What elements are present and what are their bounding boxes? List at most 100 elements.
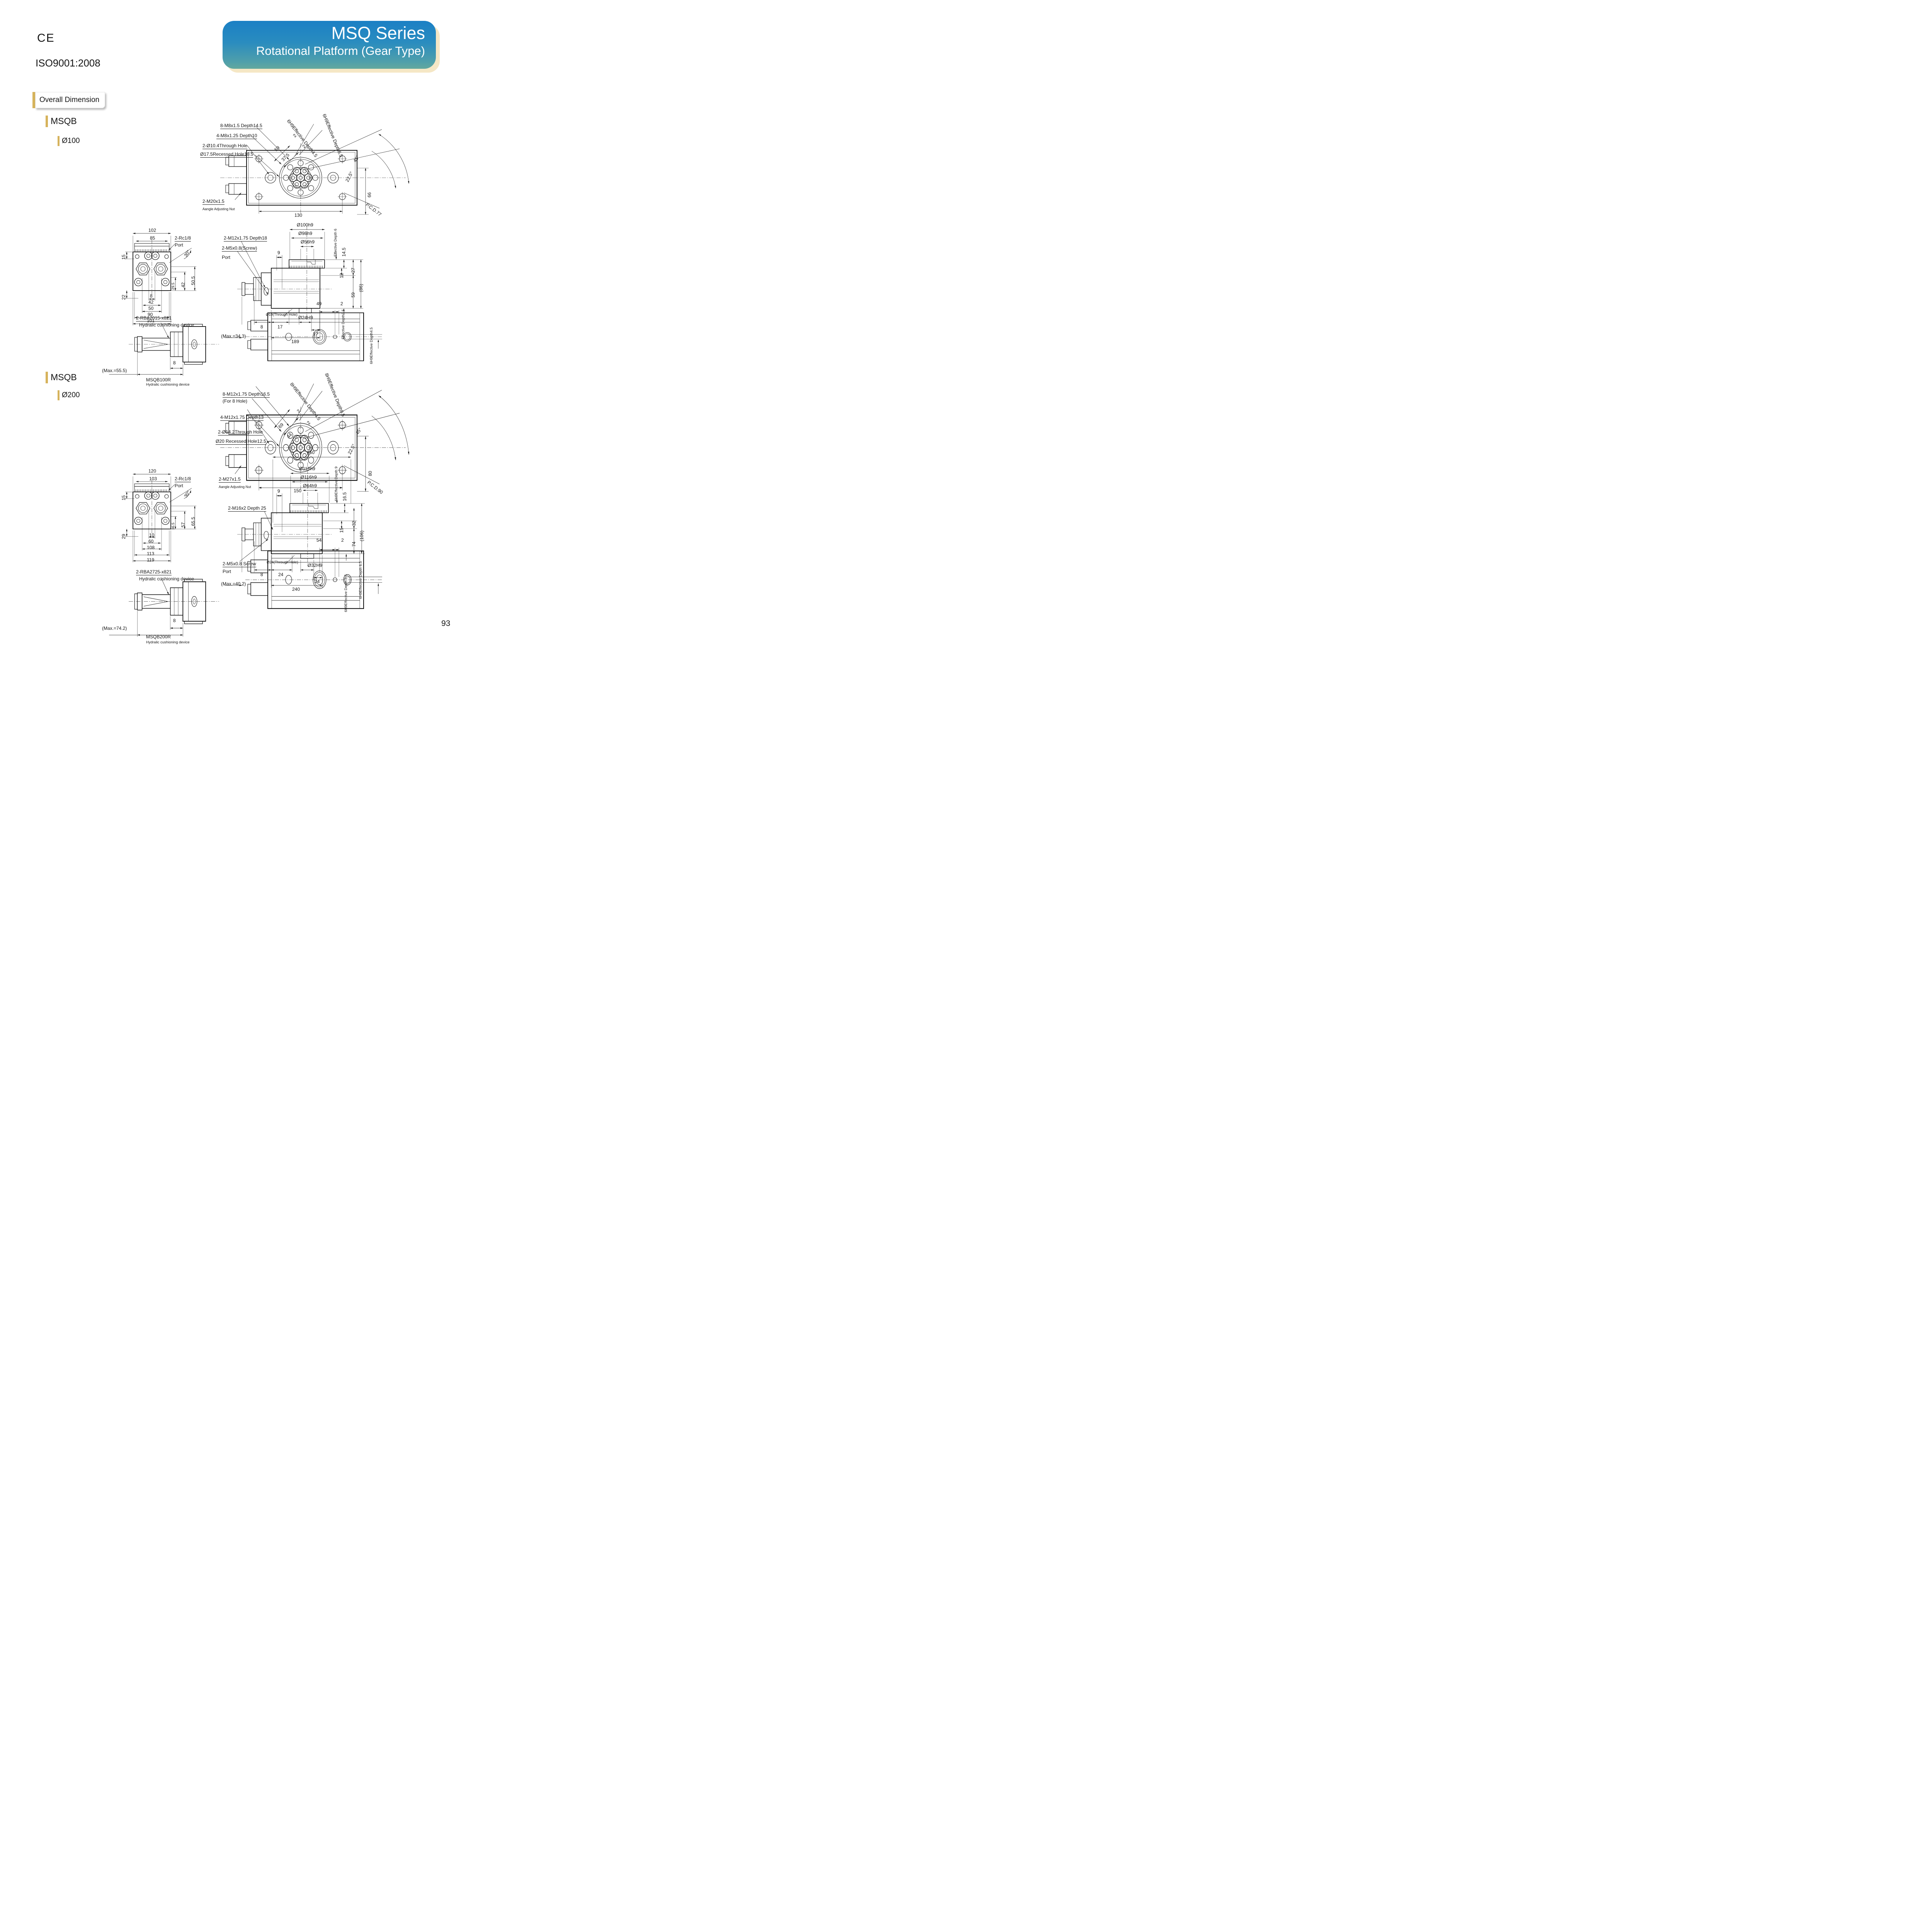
callout-recessed-hole: Ø20 Recessed Hole12.5 [216, 439, 266, 445]
dim-27: 27 [350, 267, 356, 273]
gold-accent-bar [46, 116, 48, 127]
dim-15: 15 [121, 495, 126, 500]
dim-130: 130 [294, 213, 303, 218]
dim-12: 12 [339, 273, 344, 278]
dim-10-bottom: 10 [149, 532, 155, 538]
dim-113-bottom: 113 [147, 551, 155, 556]
dim-66: 66 [367, 192, 372, 197]
keyway-depth-4-5: 6H9Effective Depth4.5 [369, 327, 374, 364]
dim-103: 103 [149, 476, 157, 481]
dim-86: (86) [358, 284, 364, 292]
port-callout-sub: Port [175, 483, 184, 488]
callout-top-thread: 8-M12x1.75 Depth16.5 [223, 391, 270, 398]
callout-m16: 2-M16x2 Depth 25 [228, 505, 266, 512]
dim-9: 9 [277, 250, 280, 255]
nut-callout: 2-M27x1.5 [219, 476, 241, 483]
callout-rba2015-sub: Hydralic cushioning device [139, 322, 194, 328]
dim-dia64h9: Ø64h9 [303, 483, 317, 488]
model-msqb200r-sub: Hydralic cushioning device [146, 640, 190, 645]
nut-callout-sub: Aangle Adjusting Nut [219, 485, 251, 489]
gold-accent-bar [58, 136, 60, 146]
callout-side-thread: 4-M12x1.75 Depth13 [220, 415, 264, 421]
dim-108-bottom: 108 [147, 545, 155, 550]
nut-callout-sub: Aangle Adjusting Nut [202, 207, 235, 211]
dim-15: 15 [121, 254, 126, 260]
bore-heading-100: Ø100 [62, 137, 80, 145]
dim-42-bottom: 42 [148, 299, 154, 305]
callout-side-thread: 4-M8x1.25 Depth10 [216, 133, 257, 139]
model-heading-msqb-2: MSQB [51, 372, 77, 382]
msqb100-back-view: 49 2 6H9Effective Depth4.5 [234, 301, 388, 368]
gold-accent-bar [58, 390, 60, 400]
port-callout: 2-Rc1/8 [175, 235, 191, 242]
callout-through-hole: 2-Ø10.4Through Hole [202, 143, 248, 149]
dim-240: 240 [292, 587, 300, 592]
dim-15-side: 15 [339, 527, 344, 533]
model-msqb100r: MSQB100R [146, 377, 171, 383]
dim-16-5: 16.5 [342, 492, 347, 501]
dim-189: 189 [291, 339, 299, 344]
msqb200-front-view: 120 103 2-Rc1/8 Port 15 29 30° 36.5 57 6… [115, 457, 228, 565]
dim-65-5: 65.5 [191, 517, 196, 526]
catalog-page: CE ISO9001:2008 MSQ Series Rotational Pl… [0, 0, 479, 650]
callout-m12: 2-M12x1.75 Depth18 [224, 235, 267, 242]
callout-through-hole: 2-Ø14.2Through Hole [218, 429, 263, 435]
dim-14-5: 14.5 [341, 247, 347, 257]
dim-max-40-2: (Max.=40.2) [221, 581, 246, 587]
callout-top-thread2: (For 8 Hole) [223, 398, 248, 404]
callout-recessed-hole: Ø17.5Recessed Hole10.5 [200, 151, 253, 158]
gold-accent-bar [32, 92, 35, 108]
page-number: 93 [441, 619, 451, 628]
dim-8-bottom: 8 [150, 293, 153, 299]
msqb200r-cushion-view: 2-RBA2725-x821 Hydralic cushioning devic… [101, 553, 225, 645]
section-heading: Overall Dimension [35, 92, 105, 108]
dim-max-34-3: (Max.=34.3) [221, 333, 246, 339]
dim-max-74-2: (Max.=74.2) [102, 626, 127, 631]
dim-8-cushion: 8 [173, 360, 176, 366]
dim-49: 49 [316, 301, 322, 306]
msqb200-top-view: 8-M12x1.75 Depth16.5 (For 8 Hole) 4-M12x… [197, 367, 426, 502]
msqb100-back-view-lineart [234, 301, 388, 368]
dim-150: 150 [294, 488, 302, 493]
callout-rba2725-sub: Hydralic cushioning device [139, 576, 194, 582]
dim-8-side: 8 [260, 572, 263, 577]
dim-dia118h9: Ø118h9 [299, 466, 315, 471]
msqb100r-cushion-view: 2-RBA2015-x821 Hydralic cushioning devic… [101, 307, 225, 386]
gold-accent-bar [46, 372, 48, 383]
callout-rba2725: 2-RBA2725-x821 [136, 569, 172, 575]
dim-50-5: 50.5 [191, 276, 196, 285]
dim-54: 54 [316, 537, 322, 543]
dim-8-side: 8 [260, 324, 263, 330]
dim-dia98h9: Ø98h9 [298, 231, 313, 236]
dim-120: 120 [148, 468, 156, 474]
msqb100-front-view: 102 85 2-Rc1/8 Port 15 22 30° 29.5 42 50… [115, 216, 228, 328]
ce-mark: CE [37, 32, 55, 44]
model-msqb100r-sub: Hydralic cushioning device [146, 383, 190, 387]
port-callout: 2-Rc1/8 [175, 476, 191, 482]
dim-8-cushion: 8 [173, 618, 176, 623]
section-heading-box: Overall Dimension [32, 92, 105, 108]
dim-42-right: 42 [180, 282, 186, 287]
dim-2-back: 2 [340, 301, 343, 306]
series-subtitle: Rotational Platform (Gear Type) [256, 44, 425, 58]
dim-17a: 17 [277, 324, 283, 330]
dim-119-bottom: 119 [147, 557, 155, 563]
dim-150-side: 150 [307, 450, 315, 455]
dim-29: 29 [121, 534, 126, 539]
dim-29-5: 29.5 [171, 282, 175, 290]
d dim-90-bottom: 90 [148, 312, 153, 317]
dim-max-55-5: (Max.=55.5) [102, 368, 127, 373]
msqb100-top-view: 8-M8x1.5 Depth14.5 4-M8x1.25 Depth10 2-Ø… [197, 110, 426, 223]
msqb200-front-view-lineart [115, 457, 228, 565]
dim-dia100h9: Ø100h9 [297, 222, 313, 228]
dim-36-5: 36.5 [171, 522, 175, 530]
dim-102: 102 [148, 228, 156, 233]
callout-m5-screw: 2-M5x0.8(Screw) [222, 245, 257, 252]
dim-60-bottom: 60 [148, 539, 154, 544]
callout-rba2015: 2-RBA2015-x821 [136, 315, 172, 321]
nut-callout: 2-M20x1.5 [202, 199, 225, 205]
callout-port: Port [223, 569, 231, 574]
label-keyway-depth-9: 6H9Effective Depth 9 [334, 466, 338, 501]
series-banner: MSQ Series Rotational Platform (Gear Typ… [223, 21, 436, 69]
dim-22: 22 [121, 294, 126, 300]
